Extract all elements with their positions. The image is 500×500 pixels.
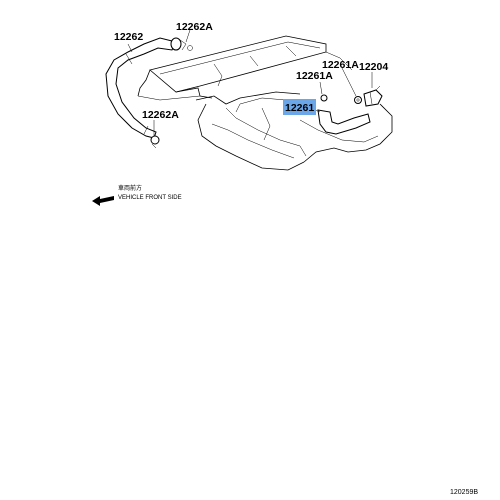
label-12262: 12262 [114, 31, 143, 43]
pcv-hose-12262[interactable] [105, 37, 177, 139]
highlight-12261 [283, 99, 316, 115]
label-12262a-bottom: 12262A [142, 109, 179, 121]
hose-clamp-top[interactable] [170, 37, 193, 51]
hose-clamp-lower-right[interactable] [320, 94, 328, 102]
vehicle-front-indicator: 車両前方 VEHICLE FRONT SIDE [92, 184, 182, 206]
front-arrow-icon [92, 196, 114, 206]
label-12261a-right: 12261A [322, 59, 359, 71]
direction-label-en: VEHICLE FRONT SIDE [118, 195, 182, 201]
label-12261a-left: 12261A [296, 70, 333, 82]
label-12204: 12204 [359, 61, 388, 73]
label-12261[interactable]: 12261 [285, 102, 314, 114]
ventilation-hose-12261[interactable] [317, 109, 371, 135]
diagram-reference: 120259B [450, 489, 478, 496]
hose-clamp-right[interactable] [354, 96, 362, 104]
direction-label-jp: 車両前方 [118, 184, 142, 192]
leader-lines [127, 29, 373, 136]
cylinder-head-cover [137, 35, 393, 171]
hose-clamp-bottom[interactable] [150, 135, 160, 149]
pcv-valve-12204[interactable] [363, 85, 383, 107]
label-12262a-top: 12262A [176, 21, 213, 33]
